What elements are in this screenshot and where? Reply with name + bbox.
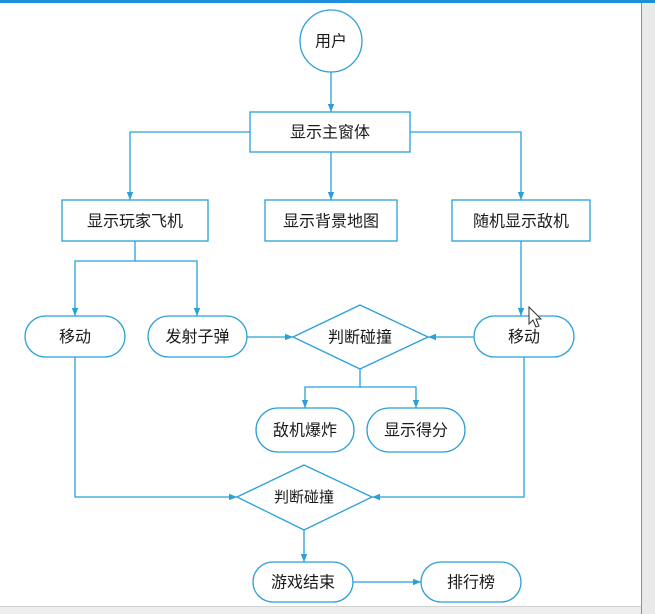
connector-enemy-move-to-collision-lower <box>372 357 525 501</box>
node-main-window: 显示主窗体 <box>249 111 411 153</box>
node-main-window-label: 显示主窗体 <box>290 123 370 142</box>
node-enemy-move: 移动 <box>473 315 575 358</box>
node-collision-check-lower-diamond <box>235 464 374 531</box>
node-show-score-label: 显示得分 <box>384 421 448 440</box>
node-collision-check-lower: 判断碰撞 <box>235 464 374 531</box>
node-player-move: 移动 <box>24 315 126 358</box>
node-leaderboard: 排行榜 <box>420 561 522 603</box>
connector-player-move-to-collision-lower <box>74 357 237 501</box>
node-user: 用户 <box>299 9 363 73</box>
node-player-plane: 显示玩家飞机 <box>61 199 209 242</box>
mouse-pointer-icon <box>528 305 543 328</box>
node-leaderboard-label: 排行榜 <box>447 573 495 592</box>
node-enemy-move-pill <box>473 315 575 358</box>
node-player-plane-box <box>61 199 209 242</box>
node-main-window-box <box>249 111 411 153</box>
node-show-score: 显示得分 <box>366 407 466 453</box>
node-background-map-label: 显示背景地图 <box>283 212 379 231</box>
node-collision-check-upper-diamond <box>291 304 430 370</box>
node-collision-check-upper-label: 判断碰撞 <box>328 328 392 347</box>
node-enemy-plane-box <box>451 199 591 242</box>
connector-collision-upper-to-enemy-explode <box>301 369 361 408</box>
node-enemy-move-label: 移动 <box>508 327 540 346</box>
node-background-map: 显示背景地图 <box>264 199 398 242</box>
node-leaderboard-pill <box>420 561 522 603</box>
connector-main-window-to-enemy-plane <box>410 131 525 200</box>
flowchart-canvas: 用户 显示主窗体 显示玩家飞机 显示背景地图 随机显示敌机 移动 发射子弹 <box>24 9 591 603</box>
node-user-circle <box>299 9 363 73</box>
node-enemy-plane: 随机显示敌机 <box>451 199 591 242</box>
connector-player-plane-to-player-move <box>71 241 136 316</box>
node-enemy-explode: 敌机爆炸 <box>255 407 355 453</box>
node-game-over-label: 游戏结束 <box>271 573 335 592</box>
connector-main-window-to-player-plane <box>126 131 250 200</box>
node-collision-check-upper: 判断碰撞 <box>291 304 430 370</box>
node-fire-bullet-label: 发射子弹 <box>165 327 229 346</box>
node-player-plane-label: 显示玩家飞机 <box>87 212 183 231</box>
node-user-label: 用户 <box>315 32 347 51</box>
node-enemy-plane-label: 随机显示敌机 <box>473 212 569 231</box>
connector-player-plane-to-fire-bullet <box>135 260 201 316</box>
bottom-edge-panel <box>0 606 641 614</box>
top-accent-bar <box>0 0 655 3</box>
node-fire-bullet: 发射子弹 <box>147 315 248 358</box>
connector-collision-upper-to-show-score <box>360 386 420 408</box>
node-show-score-pill <box>366 407 466 453</box>
node-player-move-label: 移动 <box>59 327 91 346</box>
node-collision-check-lower-label: 判断碰撞 <box>274 488 334 506</box>
node-game-over-pill <box>252 561 354 603</box>
node-enemy-explode-label: 敌机爆炸 <box>273 421 337 440</box>
node-background-map-box <box>264 199 398 242</box>
right-edge-panel <box>641 3 655 614</box>
node-enemy-explode-pill <box>255 407 355 453</box>
node-player-move-pill <box>24 315 126 358</box>
node-fire-bullet-pill <box>147 315 248 358</box>
node-game-over: 游戏结束 <box>252 561 354 603</box>
